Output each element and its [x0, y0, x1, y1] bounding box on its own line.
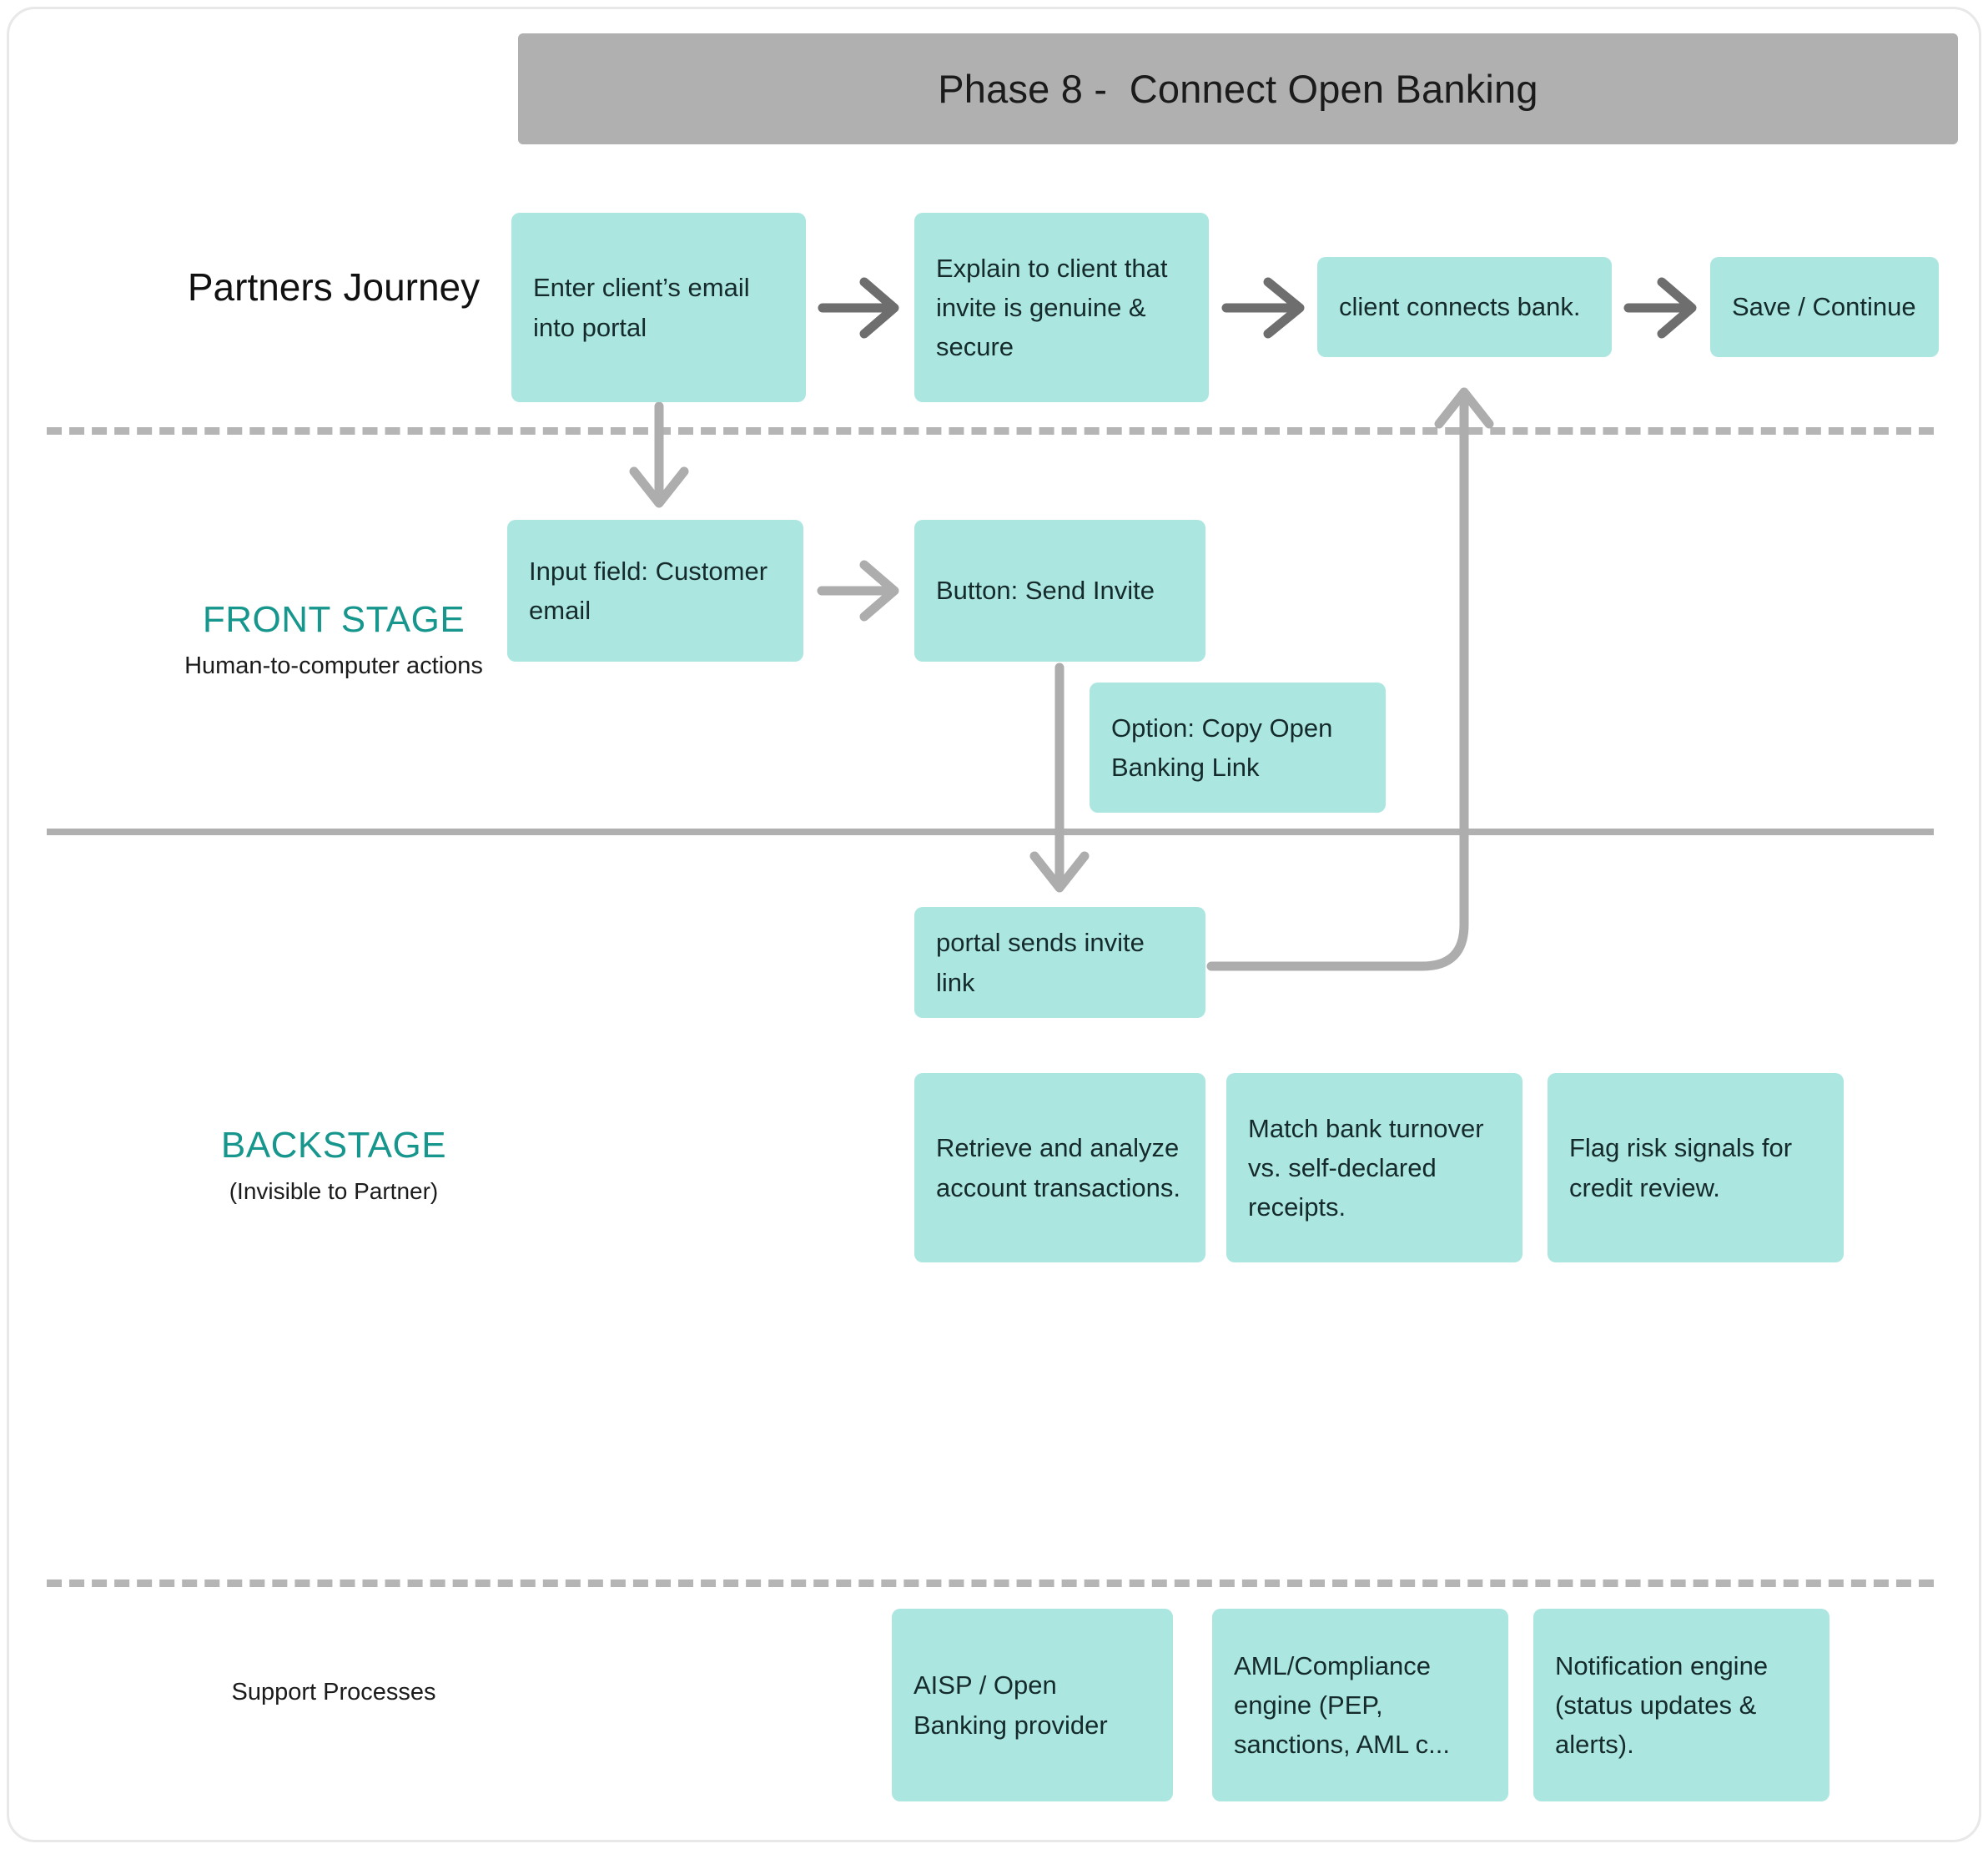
divider-line-of-interaction [47, 427, 1934, 435]
lane-title: Support Processes [231, 1679, 436, 1705]
lane-label-support-processes: Support Processes [33, 1679, 634, 1706]
node-portal-sends-invite-link[interactable]: portal sends invite link [914, 907, 1205, 1018]
node-match-bank-turnover[interactable]: Match bank turnover vs. self-declared re… [1226, 1073, 1522, 1262]
node-label: Save / Continue [1732, 292, 1916, 322]
node-label: Notification engine (status updates & al… [1555, 1650, 1769, 1760]
node-label: AML/Compliance engine (PEP, sanctions, A… [1234, 1650, 1451, 1760]
lane-title: BACKSTAGE [220, 1125, 447, 1166]
node-client-connects-bank[interactable]: client connects bank. [1317, 257, 1612, 357]
node-aml-compliance-engine[interactable]: AML/Compliance engine (PEP, sanctions, A… [1212, 1609, 1508, 1801]
node-option-copy-open-banking-link[interactable]: Option: Copy Open Banking Link [1090, 683, 1386, 813]
node-save-continue[interactable]: Save / Continue [1710, 257, 1939, 357]
node-label: Flag risk signals for credit review. [1569, 1133, 1793, 1202]
node-label: Explain to client that invite is genuine… [936, 253, 1168, 362]
node-label: Option: Copy Open Banking Link [1111, 713, 1333, 782]
node-input-field-customer-email[interactable]: Input field: Customer email [507, 520, 803, 662]
lane-subtitle: (Invisible to Partner) [229, 1177, 439, 1204]
node-label: portal sends invite link [936, 928, 1145, 997]
node-notification-engine[interactable]: Notification engine (status updates & al… [1533, 1609, 1829, 1801]
node-label: AISP / Open Banking provider [913, 1670, 1108, 1740]
divider-line-of-internal-interaction [47, 1579, 1934, 1587]
lane-label-front-stage: FRONT STAGE Human-to-computer actions [33, 599, 634, 680]
node-button-send-invite[interactable]: Button: Send Invite [914, 520, 1205, 662]
lane-subtitle: Human-to-computer actions [184, 652, 483, 679]
node-retrieve-analyze-transactions[interactable]: Retrieve and analyze account transaction… [914, 1073, 1205, 1262]
phase-header-title: Phase 8 - Connect Open Banking [938, 67, 1538, 111]
lane-title: FRONT STAGE [202, 599, 466, 640]
phase-header: Phase 8 - Connect Open Banking [518, 33, 1958, 144]
node-explain-to-client[interactable]: Explain to client that invite is genuine… [914, 213, 1209, 402]
node-label: Input field: Customer email [529, 556, 768, 625]
node-enter-client-email[interactable]: Enter client’s email into portal [511, 213, 806, 402]
node-aisp-open-banking-provider[interactable]: AISP / Open Banking provider [892, 1609, 1173, 1801]
node-label: Match bank turnover vs. self-declared re… [1248, 1113, 1484, 1222]
node-flag-risk-signals[interactable]: Flag risk signals for credit review. [1548, 1073, 1844, 1262]
lane-title: Partners Journey [187, 265, 481, 309]
node-label: Button: Send Invite [936, 576, 1155, 606]
node-label: Enter client’s email into portal [533, 273, 750, 342]
divider-line-of-visibility [47, 829, 1934, 835]
node-label: client connects bank. [1339, 292, 1581, 322]
node-label: Retrieve and analyze account transaction… [936, 1133, 1180, 1202]
lane-label-partners-journey: Partners Journey [33, 265, 634, 310]
lane-label-backstage: BACKSTAGE (Invisible to Partner) [33, 1125, 634, 1205]
